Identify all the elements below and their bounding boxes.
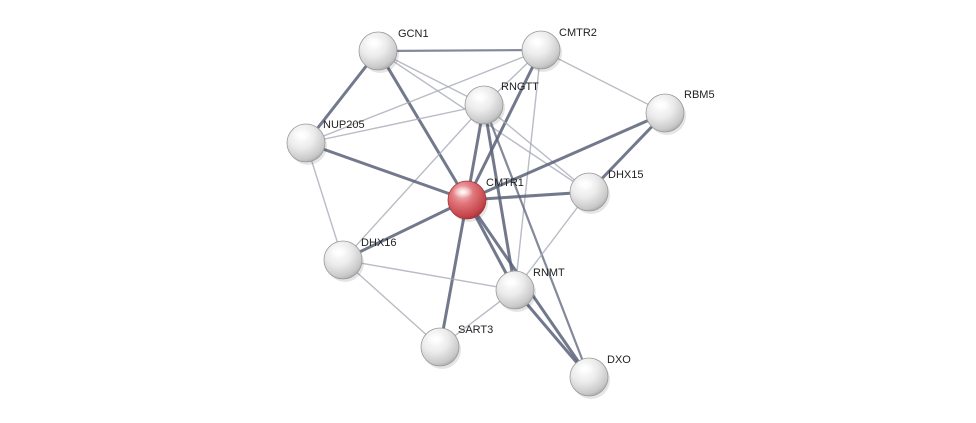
node-highlight (329, 246, 349, 258)
node-highlight (501, 276, 521, 288)
node-highlight (426, 333, 446, 345)
edge-cmtr2-rbm5[interactable] (540, 49, 666, 114)
edge-gcn1-rngtt[interactable] (377, 50, 485, 106)
edge-dhx15-rnmt[interactable] (514, 191, 590, 291)
node-cmtr1[interactable]: CMTR1 (447, 177, 524, 222)
edge-rngtt-nup205[interactable] (305, 104, 485, 144)
node-cmtr2[interactable]: CMTR2 (521, 27, 597, 72)
node-highlight (527, 36, 547, 48)
edge-nup205-dhx16[interactable] (305, 142, 344, 261)
node-label-cmtr1: CMTR1 (486, 177, 524, 189)
node-dhx16[interactable]: DHX16 (323, 237, 396, 282)
node-label-sart3: SART3 (458, 324, 493, 336)
node-label-dhx15: DHX15 (608, 169, 643, 181)
edge-cmtr1-dhx15[interactable] (465, 190, 591, 202)
node-dhx15[interactable]: DHX15 (569, 169, 643, 214)
edge-gcn1-nup205[interactable] (304, 49, 380, 145)
node-label-nup205: NUP205 (323, 119, 365, 131)
node-dxo[interactable]: DXO (569, 354, 631, 399)
node-highlight (651, 99, 671, 111)
edge-rbm5-cmtr1[interactable] (465, 111, 667, 202)
edge-gcn1-cmtr2[interactable] (376, 48, 543, 53)
node-highlight (364, 37, 384, 49)
edge-cmtr2-nup205[interactable] (305, 49, 542, 144)
edge-cmtr1-dhx16[interactable] (341, 198, 469, 262)
node-label-dxo: DXO (607, 354, 631, 366)
edge-cmtr2-cmtr1[interactable] (465, 48, 543, 202)
node-label-dhx16: DHX16 (361, 237, 396, 249)
node-highlight (575, 363, 595, 375)
edge-dhx16-sart3[interactable] (342, 259, 441, 348)
node-label-rnmt: RNMT (533, 267, 565, 279)
node-label-rbm5: RBM5 (684, 89, 715, 101)
node-rnmt[interactable]: RNMT (495, 267, 565, 312)
node-highlight (575, 178, 595, 190)
edge-cmtr1-sart3[interactable] (438, 198, 469, 349)
node-rngtt[interactable]: RNGTT (464, 81, 539, 127)
node-sart3[interactable]: SART3 (420, 324, 493, 369)
node-label-cmtr2: CMTR2 (559, 27, 597, 39)
node-rbm5[interactable]: RBM5 (645, 89, 715, 135)
edge-rngtt-dhx15[interactable] (483, 104, 590, 193)
edge-dhx16-rnmt[interactable] (342, 259, 516, 291)
edge-rngtt-dxo[interactable] (482, 103, 591, 379)
node-nup205[interactable]: NUP205 (286, 119, 365, 165)
node-label-gcn1: GCN1 (398, 28, 429, 40)
node-gcn1[interactable]: GCN1 (358, 28, 429, 73)
edge-gcn1-cmtr1[interactable] (376, 49, 469, 202)
node-highlight (470, 91, 490, 103)
node-highlight (292, 129, 312, 141)
node-label-rngtt: RNGTT (501, 81, 539, 93)
node-highlight (453, 186, 473, 198)
edge-cmtr2-rnmt[interactable] (514, 49, 542, 291)
edge-nup205-cmtr1[interactable] (304, 141, 469, 202)
